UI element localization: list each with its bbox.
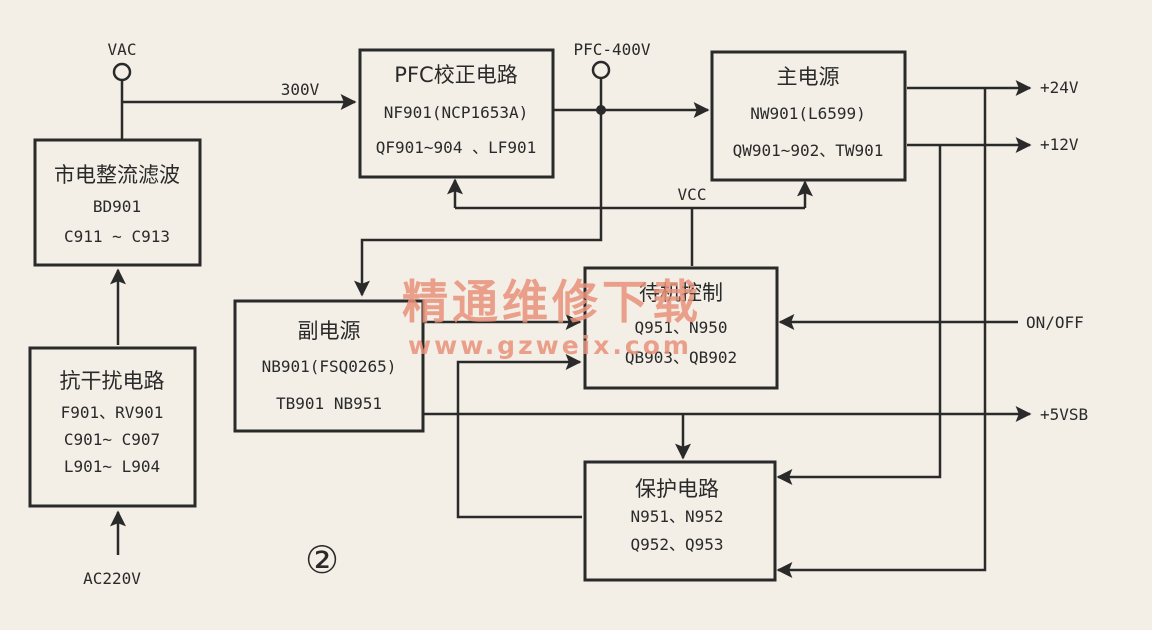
standby-line1: Q951、N950: [634, 318, 727, 337]
wire-vcc: [455, 206, 805, 266]
pfc-400v-terminal: [591, 60, 611, 80]
vcc-label: VCC: [678, 185, 707, 204]
main-power-line2: QW901~902、TW901: [733, 141, 884, 160]
wire-node-to-aux: [354, 110, 603, 297]
out-24v-label: +24V: [1040, 78, 1079, 97]
emi-line3: L901~ L904: [64, 457, 160, 476]
rectifier-line2: C911 ~ C913: [64, 227, 170, 246]
block-rectifier: [33, 138, 202, 267]
ac220v-label: AC220V: [83, 569, 141, 588]
figure-number: ②: [305, 538, 339, 582]
watermark-url: www.gzweix.com: [408, 331, 692, 360]
wire-protect-to-standby: [456, 354, 582, 519]
protection-line2: Q952、Q953: [630, 535, 723, 554]
pfc-title: PFC校正电路: [394, 63, 517, 87]
block-main-power: [710, 50, 907, 182]
aux-power-title: 副电源: [298, 319, 361, 343]
out-12v-label: +12V: [1040, 135, 1079, 154]
v300-label: 300V: [281, 80, 320, 99]
protection-line1: N951、N952: [630, 507, 723, 526]
watermark-title: 精通维修下载: [402, 275, 702, 329]
emi-line1: F901、RV901: [61, 403, 164, 422]
block-aux-power: [233, 299, 425, 433]
vac-terminal: [112, 62, 132, 82]
standby-title: 待机控制: [639, 281, 723, 305]
aux-power-line2: TB901 NB951: [276, 394, 382, 413]
pfc-400v-label: PFC-400V: [573, 40, 650, 59]
main-power-line1: NW901(L6599): [750, 104, 866, 123]
main-power-title: 主电源: [777, 65, 840, 89]
wire-24v-sense: [776, 88, 987, 578]
emi-title: 抗干扰电路: [60, 369, 165, 393]
emi-line2: C901~ C907: [64, 430, 160, 449]
out-5vsb-label: +5VSB: [1040, 405, 1088, 424]
pfc-line2: QF901~904 、LF901: [376, 138, 537, 157]
block-standby: [583, 266, 779, 390]
pfc-line1: NF901(NCP1653A): [384, 103, 529, 122]
block-pfc: [358, 48, 555, 179]
wire-12v-sense: [776, 145, 942, 485]
aux-power-line1: NB901(FSQ0265): [262, 357, 397, 376]
block-protection: [583, 460, 777, 582]
rectifier-title: 市电整流滤波: [54, 163, 180, 187]
rectifier-line1: BD901: [93, 197, 141, 216]
on-off-label: ON/OFF: [1026, 313, 1084, 332]
protection-title: 保护电路: [635, 477, 719, 501]
standby-line2: QB903、QB902: [625, 348, 737, 367]
vac-label: VAC: [108, 40, 137, 59]
block-emi: [28, 346, 197, 508]
